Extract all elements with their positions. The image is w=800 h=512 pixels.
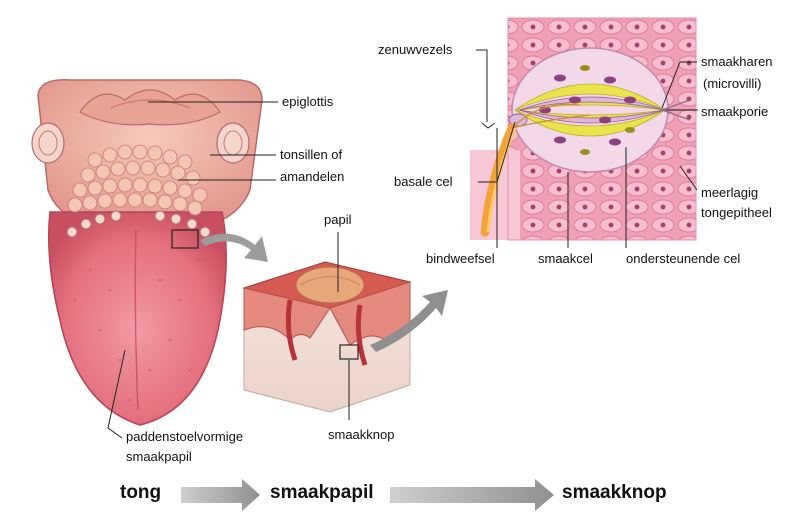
label-tonsils-line2: amandelen	[280, 169, 344, 185]
tongue-illustration	[32, 80, 262, 425]
flow-step-smaakknop: smaakknop	[562, 482, 667, 504]
label-epiglottis: epiglottis	[282, 94, 333, 110]
flow-step-smaakpapil: smaakpapil	[270, 482, 374, 504]
label-meerlagig-line2: tongepitheel	[701, 205, 772, 221]
label-zenuwvezels: zenuwvezels	[378, 42, 452, 58]
label-basale-cel: basale cel	[394, 174, 453, 190]
label-papil: papil	[324, 212, 351, 228]
taste-bud-illustration	[470, 18, 696, 240]
label-smaakporie: smaakporie	[701, 104, 768, 120]
label-tonsils-line1: tonsillen of	[280, 147, 342, 163]
papilla-block	[244, 262, 410, 412]
label-mushroom-papilla-line2: smaakpapil	[126, 449, 192, 465]
label-smaakcel: smaakcel	[538, 251, 593, 267]
flow-step-tong: tong	[120, 482, 161, 504]
label-smaakharen-line1: smaakharen	[701, 54, 773, 70]
label-smaakharen-line2: (microvilli)	[703, 76, 762, 92]
label-ondersteunende-cel: ondersteunende cel	[626, 251, 740, 267]
label-bindweefsel: bindweefsel	[426, 251, 495, 267]
label-meerlagig-line1: meerlagig	[701, 185, 758, 201]
label-smaakknop: smaakknop	[328, 427, 394, 443]
label-mushroom-papilla-line1: paddenstoelvormige	[126, 429, 243, 445]
